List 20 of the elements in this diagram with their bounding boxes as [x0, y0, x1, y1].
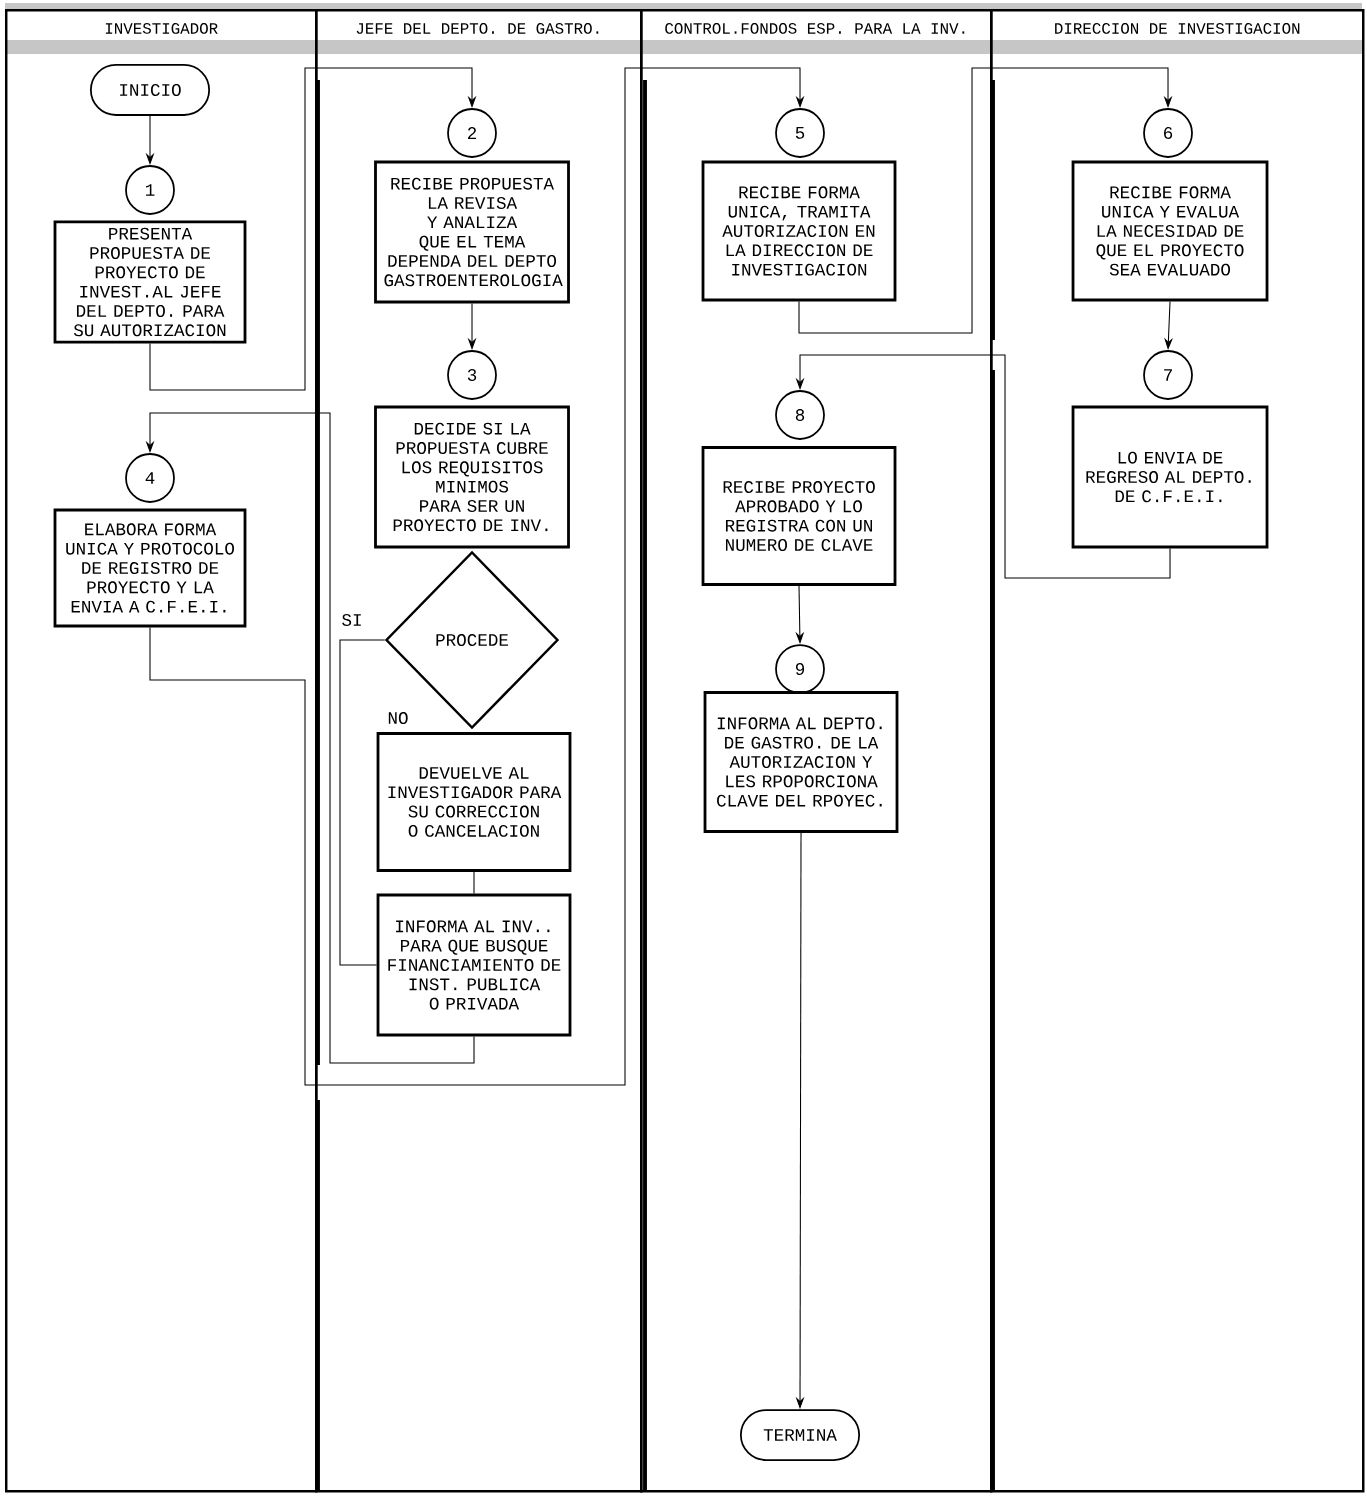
process-box: DEVUELVE AL INVESTIGADOR PARA SU CORRECCION O CANCELACION — [376, 732, 572, 872]
process-box: RECIBE PROPUESTA LA REVISA Y ANALIZA QUE EL TEMA DEPENDA DEL DEPTO GASTROENTEROLOGIA — [374, 160, 570, 304]
terminal-box: INICIO — [90, 64, 211, 116]
branch-label: NO — [388, 712, 408, 724]
process-box: RECIBE PROYECTO APROBADO Y LO REGISTRA CON UN NUMERO DE CLAVE — [701, 446, 897, 586]
process-box: INFORMA AL DEPTO. DE GASTRO. DE LA AUTORIZACION Y LES RPOPORCIONA CLAVE DEL RPOYEC. — [703, 691, 899, 833]
process-box: ELABORA FORMA UNICA Y PROTOCOLO DE REGISTRO DE PROYECTO Y LA ENVIA A C.F.E.I. — [53, 508, 247, 628]
arrow — [149, 67, 805, 1086]
connector-line — [473, 871, 475, 895]
process-box: RECIBE FORMA UNICA Y EVALUA LA NECESIDAD DE QUE EL PROYECTO SEA EVALUADO — [1071, 160, 1269, 302]
terminal-box: TERMINA — [740, 1409, 861, 1461]
arrow — [798, 67, 1173, 334]
edge-label: SI — [342, 614, 361, 626]
process-box: LO ENVIA DE REGRESO AL DEPTO. DE C.F.E.I. — [1071, 405, 1269, 549]
process-box: INFORMA AL INV.. PARA QUE BUSQUE FINANCIAMIENTO DE INST. PUBLICA O PRIVADA — [376, 893, 572, 1037]
arrow — [149, 67, 477, 391]
process-box: PRESENTA PROPUESTA DE PROYECTO DE INVEST.AL JEFE DEL DEPTO. PARA SU AUTORIZACION — [53, 220, 247, 344]
process-box: DECIDE SI LA PROPUESTA CUBRE LOS REQUISITOS MINIMOS PARA SER UN PROYECTO DE INV. — [374, 405, 570, 549]
process-box: RECIBE FORMA UNICA, TRAMITA AUTORIZACION EN LA DIRECCION DE INVESTIGACION — [701, 160, 897, 302]
connector-line — [339, 639, 386, 966]
